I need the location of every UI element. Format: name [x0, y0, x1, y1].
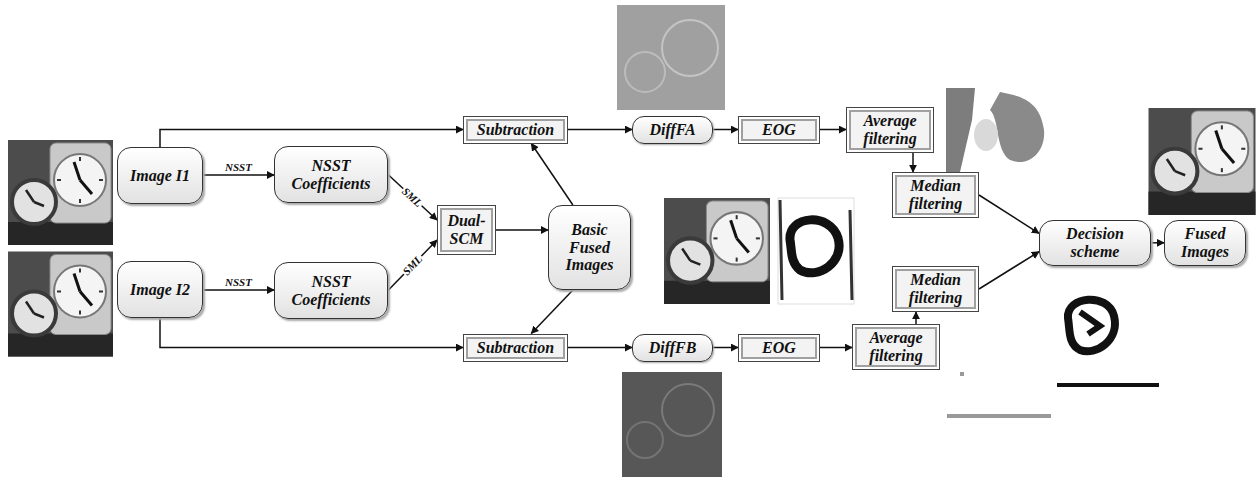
- connector: [531, 290, 573, 334]
- edge-label: NSST: [224, 161, 253, 173]
- node-text: Subtraction: [477, 339, 554, 357]
- difference-image: [627, 422, 663, 458]
- focus-map: [947, 368, 1051, 418]
- connector: [713, 129, 738, 131]
- connector: [388, 240, 437, 291]
- node-text: Fused Images: [1170, 225, 1240, 260]
- node-text: Median filtering: [898, 271, 973, 306]
- connector: [912, 153, 914, 173]
- connector: [1151, 242, 1164, 244]
- connector: [160, 130, 463, 148]
- connector: [568, 129, 632, 131]
- rounded-box: Image I1: [117, 147, 203, 204]
- decision-map: [1057, 383, 1159, 387]
- rounded-box: Image I2: [117, 261, 203, 318]
- rounded-box: Decision scheme: [1039, 220, 1151, 266]
- rounded-box: Fused Images: [1164, 220, 1246, 266]
- process-box: EOG: [738, 116, 820, 144]
- node-text: Average filtering: [852, 112, 928, 147]
- fused-image: [664, 198, 770, 304]
- decision-map: [1057, 288, 1159, 388]
- connector: [979, 195, 1039, 233]
- focus-map: [947, 368, 1051, 418]
- difference-image: [625, 52, 665, 92]
- rounded-box: NSST Coefficients: [274, 262, 388, 319]
- difference-image: [617, 5, 725, 110]
- connector: [203, 289, 274, 291]
- source-image: [8, 252, 113, 357]
- focus-map: [990, 92, 1044, 162]
- node-text: Image I1: [130, 167, 190, 185]
- focus-map: [778, 198, 854, 304]
- fused-image: [1149, 108, 1256, 215]
- connector: [160, 318, 463, 348]
- focus-map: [960, 372, 964, 376]
- node-text: Basic Fused Images: [554, 221, 625, 274]
- node-text: NSST Coefficients: [280, 157, 382, 192]
- data-node: DiffFA: [632, 116, 713, 144]
- process-box: Subtraction: [463, 334, 568, 362]
- difference-image: [662, 20, 718, 76]
- process-box: Dual-SCM: [437, 205, 496, 255]
- node-text: DiffFB: [649, 339, 697, 357]
- node-text: Dual-SCM: [443, 212, 490, 247]
- connector: [820, 129, 846, 131]
- node-text: Subtraction: [477, 121, 554, 139]
- node-text: EOG: [762, 339, 796, 357]
- connector: [979, 252, 1039, 289]
- node-text: NSST Coefficients: [280, 273, 382, 308]
- node-text: DiffFA: [649, 121, 695, 139]
- node-text: Average filtering: [858, 329, 934, 364]
- rounded-box: NSST Coefficients: [274, 146, 388, 203]
- difference-image: [662, 384, 714, 436]
- decision-map: [1080, 312, 1100, 334]
- node-text: Image I2: [130, 281, 190, 299]
- process-box: Average filtering: [852, 324, 940, 370]
- process-box: Subtraction: [463, 116, 568, 144]
- process-box: Median filtering: [892, 172, 979, 218]
- node-text: Median filtering: [898, 177, 973, 212]
- difference-image: [622, 372, 722, 477]
- difference-image: [617, 5, 725, 110]
- connector: [531, 144, 573, 206]
- connector: [496, 229, 548, 231]
- difference-image: [622, 372, 722, 477]
- process-box: Average filtering: [846, 107, 934, 153]
- connector: [713, 347, 738, 349]
- focus-map: [946, 88, 1046, 172]
- connector: [203, 174, 274, 176]
- focus-map: [974, 119, 998, 151]
- node-text: Decision scheme: [1045, 225, 1145, 260]
- edge-label: SML: [400, 252, 426, 278]
- node-text: EOG: [762, 121, 796, 139]
- connector: [568, 347, 632, 349]
- connector: [915, 312, 917, 324]
- process-box: Median filtering: [892, 266, 979, 312]
- focus-map: [946, 88, 1046, 172]
- focus-map: [947, 414, 1051, 418]
- decision-map: [1068, 300, 1115, 352]
- source-image: [8, 140, 113, 245]
- focus-map: [780, 200, 852, 300]
- edge-label: NSST: [224, 276, 253, 288]
- process-box: EOG: [738, 334, 820, 362]
- data-node: DiffFB: [632, 334, 713, 362]
- connector: [388, 175, 437, 221]
- rounded-box: Basic Fused Images: [548, 205, 631, 290]
- focus-map: [778, 198, 854, 304]
- decision-map: [1057, 288, 1159, 388]
- focus-map: [946, 88, 975, 172]
- focus-map: [790, 220, 839, 273]
- connector: [820, 347, 852, 349]
